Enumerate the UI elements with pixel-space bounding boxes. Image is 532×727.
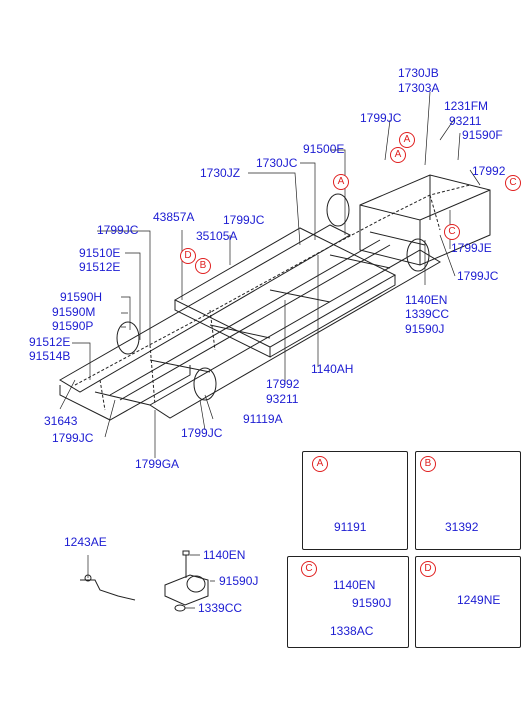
label-91191: 91191 <box>334 520 367 534</box>
label-1140en-frame: 1140EN <box>405 293 448 307</box>
label-31643: 31643 <box>44 414 78 428</box>
label-1799jc-2: 1799JC <box>97 223 139 237</box>
label-1799ga: 1799GA <box>135 457 180 471</box>
label-91510e: 91510E <box>79 246 121 260</box>
detail-a-callout: A <box>312 456 328 472</box>
wheel-rear-left <box>326 193 350 227</box>
label-91119a: 91119A <box>243 412 283 426</box>
label-1799jc-4: 1799JC <box>52 431 94 445</box>
callout-a-2: A <box>390 147 406 163</box>
callout-c-1: C <box>505 175 521 191</box>
label-1799jc-1: 1799JC <box>360 111 402 125</box>
detail-c-callout: C <box>301 561 317 577</box>
label-43857a: 43857A <box>153 210 195 224</box>
label-93211-mid: 93211 <box>266 392 299 406</box>
label-1249ne: 1249NE <box>457 593 501 607</box>
frame-left-rail <box>59 224 352 393</box>
label-91590j-loose: 91590J <box>219 574 259 588</box>
label-91590j-frame: 91590J <box>405 322 445 336</box>
label-1730jc: 1730JC <box>256 156 298 170</box>
label-1339cc-loose: 1339CC <box>198 601 243 615</box>
label-1339cc-frame: 1339CC <box>405 307 450 321</box>
label-1730jb: 1730JB <box>398 66 439 80</box>
label-91514b: 91514B <box>29 349 71 363</box>
label-91590p: 91590P <box>52 319 94 333</box>
detail-b-callout: B <box>420 456 436 472</box>
clip-1243ae-shape <box>80 579 136 601</box>
label-1140en-loose: 1140EN <box>203 548 246 562</box>
label-1338ac: 1338AC <box>330 624 374 638</box>
label-17992-mid: 17992 <box>266 377 300 391</box>
label-1799jc-3: 1799JC <box>223 213 265 227</box>
label-93211-top: 93211 <box>449 114 482 128</box>
label-17992-top: 17992 <box>472 164 506 178</box>
label-1140ah: 1140AH <box>311 362 354 376</box>
bracket-loose-shape <box>164 574 209 606</box>
callout-a-3: A <box>333 174 349 190</box>
label-1730jz: 1730JZ <box>200 166 241 180</box>
label-91512e-2: 91512E <box>29 335 71 349</box>
label-31392: 31392 <box>445 520 479 534</box>
label-35105a: 35105A <box>196 229 238 243</box>
label-1243ae: 1243AE <box>64 535 107 549</box>
label-91590h: 91590H <box>60 290 103 304</box>
label-91512e-1: 91512E <box>79 260 121 274</box>
callout-d-frame: D <box>180 248 196 264</box>
label-17303a: 17303A <box>398 81 440 95</box>
label-1799jc-6: 1799JC <box>457 269 499 283</box>
callout-a-1: A <box>399 132 415 148</box>
callout-c-2: C <box>444 224 460 240</box>
label-1231fm: 1231FM <box>444 99 489 113</box>
wheel-rear-right <box>406 238 430 272</box>
wheel-front-left <box>116 321 140 355</box>
front-section <box>59 365 191 421</box>
label-1799je: 1799JE <box>451 241 492 255</box>
label-91590f: 91590F <box>462 128 503 142</box>
label-91590m: 91590M <box>52 305 96 319</box>
label-1799jc-5: 1799JC <box>181 426 223 440</box>
detail-d-callout: D <box>420 561 436 577</box>
label-91500e: 91500E <box>303 142 345 156</box>
label-1140en-c: 1140EN <box>333 578 376 592</box>
callout-b-frame: B <box>195 258 211 274</box>
label-91590j-c: 91590J <box>352 596 392 610</box>
wheel-front-right <box>193 367 217 401</box>
